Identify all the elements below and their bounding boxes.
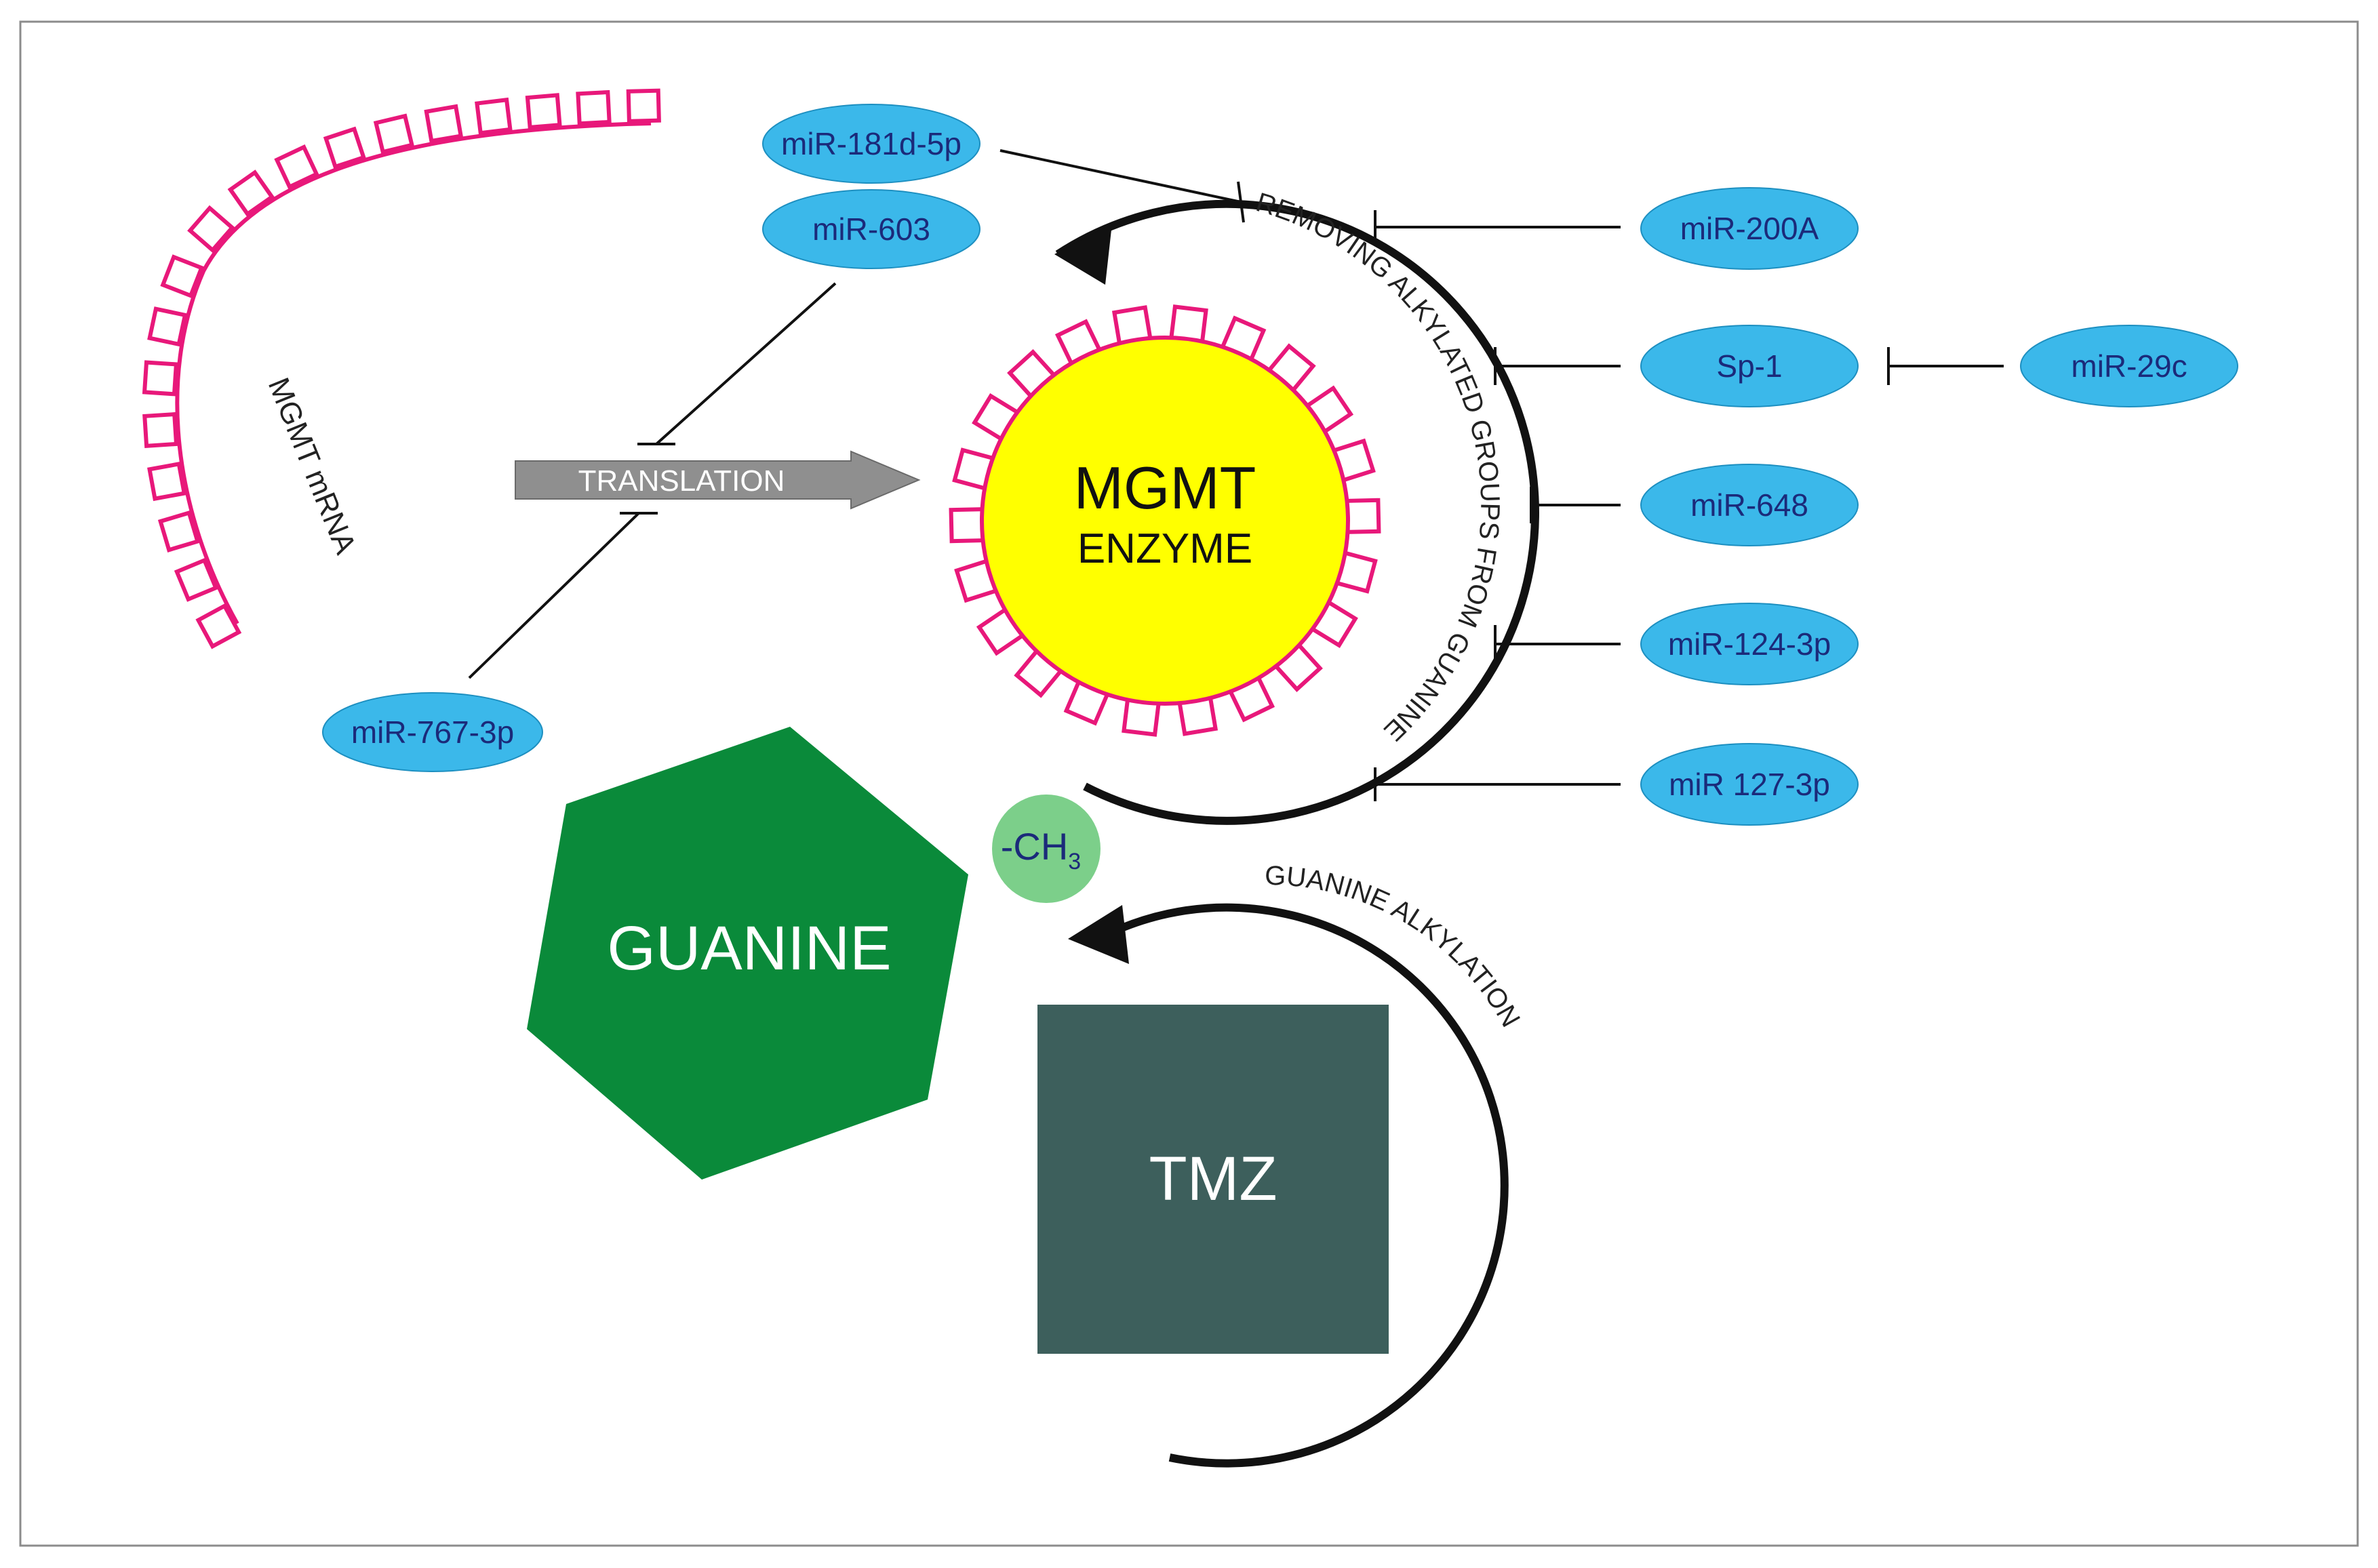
mir181d-inhibit-line	[999, 149, 1242, 203]
mrna-square	[323, 126, 367, 169]
enzyme-square	[1345, 498, 1381, 534]
mrna-square	[142, 411, 179, 448]
translation-arrow-shape	[515, 450, 921, 510]
enzyme-square	[949, 507, 985, 544]
mrna-square	[626, 88, 661, 123]
mirna-767-ellipse	[322, 692, 543, 772]
mrna-square	[174, 557, 219, 602]
mrna-square	[475, 97, 513, 136]
enzyme-subtitle: ENZYME	[1077, 525, 1252, 572]
mirna-181d: miR-181d-5p	[762, 104, 980, 184]
enzyme-title: MGMT	[1074, 454, 1256, 521]
methyl-subscript: 3	[1068, 849, 1081, 875]
mirna-767: miR-767-3p	[322, 692, 543, 772]
mirna-648-ellipse	[1640, 464, 1859, 546]
mrna-square	[157, 510, 201, 552]
mrna-square	[142, 360, 179, 397]
mgmt-enzyme: MGMT ENZYME	[949, 304, 1381, 737]
mrna-square	[187, 205, 235, 254]
figure-frame	[19, 20, 2359, 1547]
removing-arc-line	[1055, 199, 1539, 825]
mirna-124-ellipse	[1640, 603, 1859, 685]
tmz-label: TMZ	[1149, 1144, 1277, 1213]
mrna-square	[424, 104, 464, 144]
alkylation-arc-line	[1110, 903, 1509, 1468]
node-sp1: Sp-1	[1640, 325, 1859, 407]
mir767-inhibit-line	[468, 512, 640, 679]
mirna-200a: miR-200A	[1640, 187, 1859, 270]
translation-arrow: TRANSLATION	[515, 450, 921, 510]
guanine-shape	[527, 727, 968, 1180]
mrna-square	[147, 461, 187, 502]
mirna-603-ellipse	[762, 189, 980, 269]
guanine: GUANINE	[527, 727, 968, 1180]
mirna-124: miR-124-3p	[1640, 603, 1859, 685]
mirna-127: miR 127-3p	[1640, 743, 1859, 826]
mrna-square	[274, 144, 319, 190]
mirna-181d-label: miR-181d-5p	[781, 126, 962, 161]
mirna-603: miR-603	[762, 189, 980, 269]
enzyme-circle	[980, 336, 1350, 706]
mirna-nodes: miR-181d-5p miR-603 miR-767-3p miR-200A …	[322, 104, 2238, 826]
mrna-square	[195, 603, 242, 649]
mirna-200a-label: miR-200A	[1680, 211, 1819, 246]
alkylation-arc-arrowhead	[1068, 905, 1129, 964]
mrna-square	[576, 89, 612, 126]
methyl-group: -CH3	[992, 795, 1101, 903]
tmz: TMZ	[1037, 1005, 1389, 1354]
mirna-181d-ellipse	[762, 104, 980, 184]
mir181d-inhibit-bar	[1237, 181, 1245, 223]
mrna-strand	[175, 121, 652, 625]
translation-label: TRANSLATION	[578, 464, 785, 498]
mrna-square	[147, 306, 188, 347]
node-sp1-ellipse	[1640, 325, 1859, 407]
translation-inhibitors	[468, 282, 837, 679]
methyl-circle	[992, 795, 1101, 903]
arc-inhibitors	[999, 149, 2004, 801]
mirna-29c: miR-29c	[2020, 325, 2238, 407]
mirna-127-label: miR 127-3p	[1669, 767, 1830, 802]
tmz-shape	[1037, 1005, 1389, 1354]
mrna-square	[525, 93, 562, 130]
mrna-label: MGMT mRNA	[262, 373, 363, 559]
mirna-29c-label: miR-29c	[2071, 348, 2187, 384]
mrna-squares	[142, 88, 661, 649]
mgmt-mrna: MGMT mRNA	[142, 88, 661, 649]
mirna-648-label: miR-648	[1690, 487, 1808, 523]
removing-arc-arrowhead	[1054, 224, 1112, 285]
mrna-square	[373, 113, 415, 155]
mirna-29c-ellipse	[2020, 325, 2238, 407]
mirna-127-ellipse	[1640, 743, 1859, 826]
mir603-inhibit-line	[655, 282, 837, 445]
methyl-text: -CH	[1001, 825, 1069, 868]
mirna-124-label: miR-124-3p	[1668, 626, 1831, 662]
methyl-label: -CH3	[1001, 825, 1081, 875]
mirna-648: miR-648	[1640, 464, 1859, 546]
mirna-603-label: miR-603	[812, 212, 930, 247]
mrna-square	[160, 254, 205, 299]
guanine-label: GUANINE	[607, 914, 891, 983]
node-sp1-label: Sp-1	[1716, 348, 1782, 384]
mrna-square	[227, 169, 275, 217]
mirna-200a-ellipse	[1640, 187, 1859, 270]
mirna-767-label: miR-767-3p	[351, 715, 514, 750]
